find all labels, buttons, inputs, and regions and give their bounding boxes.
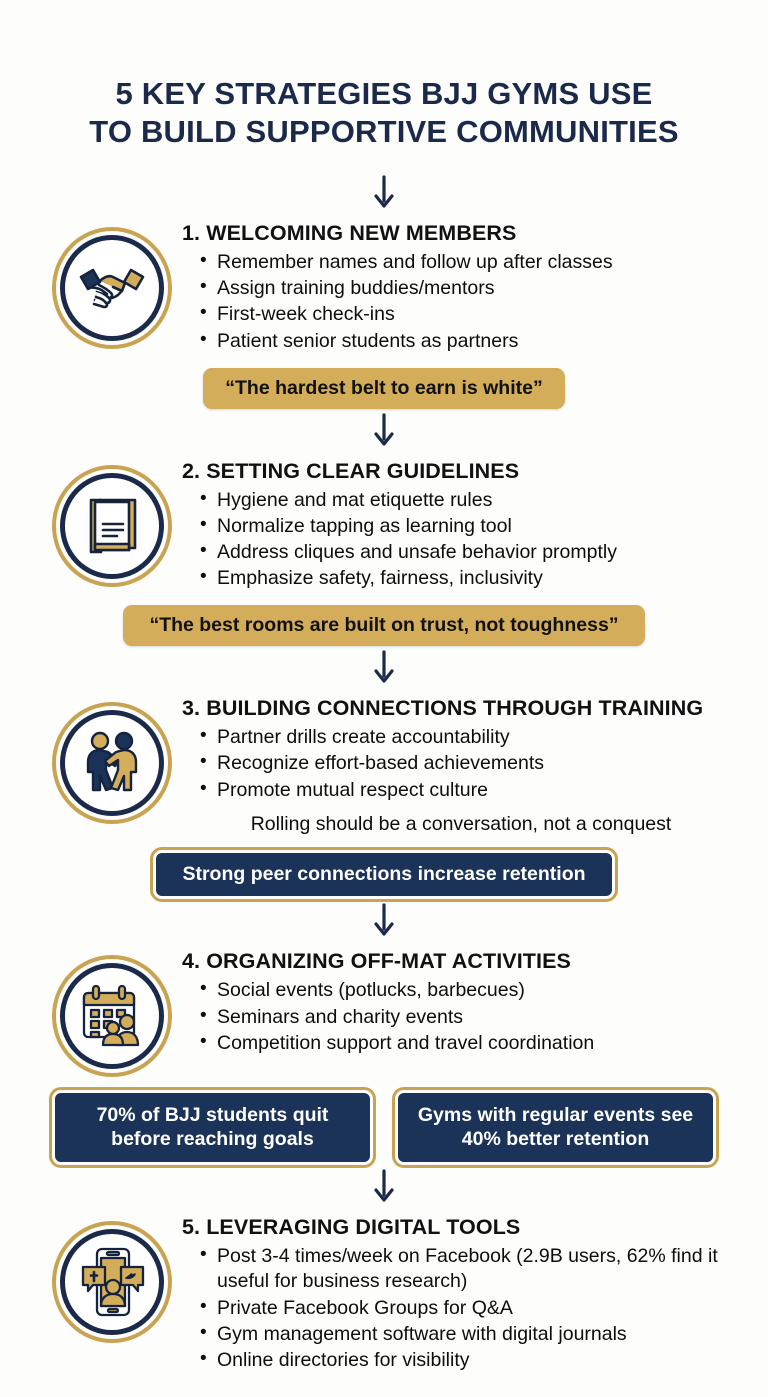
stat-badge: Strong peer connections increase retenti… — [150, 847, 618, 903]
list-item: Social events (potlucks, barbecues) — [200, 977, 746, 1003]
arrow-connector-2 — [0, 646, 768, 688]
icon-container — [48, 941, 176, 1078]
icon-container — [48, 451, 176, 587]
quote-badge: “The hardest belt to earn is white” — [203, 367, 565, 409]
list-item: Private Facebook Groups for Q&A — [200, 1294, 746, 1321]
stat-badge: Gyms with regular events see 40% better … — [392, 1087, 719, 1169]
stat-badge: 70% of BJJ students quit before reaching… — [49, 1087, 376, 1169]
section-heading: 3. BUILDING CONNECTIONS THROUGH TRAINING — [182, 696, 704, 721]
list-item: Seminars and charity events — [200, 1004, 746, 1030]
icon-container — [48, 688, 176, 825]
bullet-list: Social events (potlucks, barbecues) Semi… — [182, 977, 746, 1056]
bullet-list: Hygiene and mat etiquette rules Normaliz… — [182, 487, 746, 592]
infographic-page: 5 KEY STRATEGIES BJJ GYMS USE TO BUILD S… — [0, 21, 768, 1397]
arrow-connector-1 — [0, 409, 768, 451]
list-item: Hygiene and mat etiquette rules — [200, 487, 746, 513]
quote-row: “The best rooms are built on trust, not … — [0, 605, 768, 647]
section-body: 3. BUILDING CONNECTIONS THROUGH TRAINING… — [176, 688, 746, 837]
arrow-connector-top — [0, 171, 768, 213]
list-item: Partner drills create accountability — [200, 724, 746, 750]
arrow-connector-4 — [0, 1165, 768, 1207]
section-building-connections: 3. BUILDING CONNECTIONS THROUGH TRAINING… — [0, 688, 768, 837]
quote-row: “The hardest belt to earn is white” — [0, 367, 768, 409]
handshake-icon — [52, 227, 172, 350]
section-heading: 2. SETTING CLEAR GUIDELINES — [182, 458, 520, 483]
list-item: Patient senior students as partners — [200, 328, 746, 354]
bullet-list: Partner drills create accountability Rec… — [182, 724, 746, 803]
quote-badge: “The best rooms are built on trust, not … — [123, 605, 645, 647]
icon-container — [48, 213, 176, 350]
section-body: 4. ORGANIZING OFF-MAT ACTIVITIES Social … — [176, 941, 746, 1056]
list-item: Normalize tapping as learning tool — [200, 513, 746, 539]
smartphone-social-icon — [52, 1221, 172, 1344]
book-icon — [52, 464, 172, 587]
list-item: Online directories for visibility — [200, 1347, 746, 1373]
list-item: Assign training buddies/mentors — [200, 275, 746, 301]
list-item: Competition support and travel coordinat… — [200, 1030, 746, 1056]
stat-row: Strong peer connections increase retenti… — [0, 847, 768, 903]
list-item: Address cliques and unsafe behavior prom… — [200, 539, 746, 565]
stat-row-pair: 70% of BJJ students quit before reaching… — [0, 1087, 768, 1169]
calendar-people-icon — [52, 955, 172, 1078]
bullet-list: Remember names and follow up after class… — [182, 249, 746, 354]
list-item: Promote mutual respect culture — [200, 777, 746, 803]
arrow-connector-3 — [0, 899, 768, 941]
list-item: Gym management software with digital jou… — [200, 1321, 746, 1347]
list-item: Remember names and follow up after class… — [200, 249, 746, 275]
section-off-mat-activities: 4. ORGANIZING OFF-MAT ACTIVITIES Social … — [0, 941, 768, 1078]
section-heading: 1. WELCOMING NEW MEMBERS — [182, 221, 517, 246]
bullet-list: Post 3-4 times/week on Facebook (2.9B us… — [182, 1243, 746, 1373]
section-body: 1. WELCOMING NEW MEMBERS Remember names … — [176, 213, 746, 355]
section-body: 5. LEVERAGING DIGITAL TOOLS Post 3-4 tim… — [176, 1207, 746, 1374]
page-title: 5 KEY STRATEGIES BJJ GYMS USE TO BUILD S… — [89, 75, 679, 149]
list-item: First-week check-ins — [200, 301, 746, 327]
list-item: Emphasize safety, fairness, inclusivity — [200, 565, 746, 591]
grappling-partners-icon — [52, 702, 172, 825]
section-note: Rolling should be a conversation, not a … — [250, 812, 672, 835]
section-setting-clear-guidelines: 2. SETTING CLEAR GUIDELINES Hygiene and … — [0, 451, 768, 593]
list-item: Post 3-4 times/week on Facebook (2.9B us… — [200, 1243, 746, 1294]
section-leveraging-digital-tools: 5. LEVERAGING DIGITAL TOOLS Post 3-4 tim… — [0, 1207, 768, 1374]
section-welcoming-new-members: 1. WELCOMING NEW MEMBERS Remember names … — [0, 213, 768, 355]
section-body: 2. SETTING CLEAR GUIDELINES Hygiene and … — [176, 451, 746, 593]
section-heading: 4. ORGANIZING OFF-MAT ACTIVITIES — [182, 949, 571, 974]
section-heading: 5. LEVERAGING DIGITAL TOOLS — [182, 1215, 521, 1240]
list-item: Recognize effort-based achievements — [200, 750, 746, 776]
icon-container — [48, 1207, 176, 1344]
